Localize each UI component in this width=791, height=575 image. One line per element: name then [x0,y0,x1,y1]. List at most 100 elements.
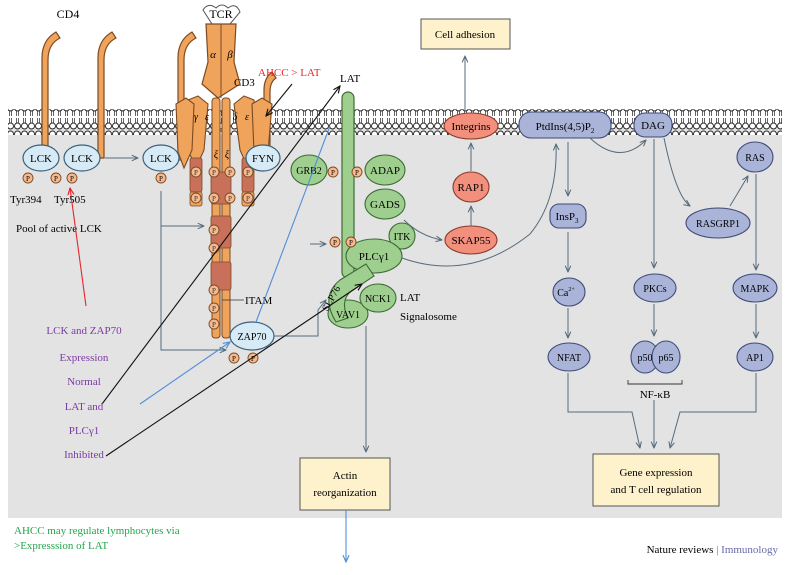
lat-inhibit-arrow-1 [101,86,340,405]
ras-node [736,141,774,173]
plcg1-label: PLCγ1 [359,251,390,263]
p-tcr-2: P [212,169,216,177]
zap70-blue-arrow [139,342,230,405]
side-text-5: PLCγ1 [69,425,100,437]
epsilon-label-2: ε [245,112,249,123]
lck-label-1: LCK [30,153,52,165]
epsilon-label-1: ε [205,112,209,123]
actin-label-2: reorganization [313,487,377,499]
p-lat-4: P [349,239,353,247]
red-lck-arrow [70,188,87,307]
ras-label: RAS [745,153,764,164]
p-tcr-1: P [194,169,198,177]
p-tcr-8: P [246,195,250,203]
p50-label: p50 [638,353,653,364]
lck-label-2: LCK [71,153,93,165]
p65-node [651,340,681,374]
p-lat-3: P [333,239,337,247]
delta-label: δ [233,112,238,123]
p-tcr-12: P [212,305,216,313]
ahcc-lat-label: AHCC > LAT [258,67,321,79]
actin-box [299,457,391,511]
nfat-node [547,342,591,372]
nfat-label: NFAT [557,353,581,364]
insp3-node [549,203,587,229]
p-zap-1: P [232,355,236,363]
gamma-label: γ [194,112,199,123]
tcr-label: TCR [209,7,232,21]
tyr505-label: Tyr505 [54,194,86,206]
credit-label: Nature reviews | Immunology [647,544,779,556]
gads-label: GADS [370,199,400,211]
rasgrp1-node [685,207,751,239]
lat-signalosome-label-2: Signalosome [400,311,457,323]
footer-text-2: >Expresssion of LAT [14,540,108,552]
ptdins-label: PtdIns(4,5)P2 [536,121,595,135]
ca-label: Ca2+ [557,287,575,299]
p-lck-2: P [54,175,58,183]
ahcc-arrow [266,83,293,116]
rap1-node [452,171,490,203]
pathway-arrows [105,56,756,452]
p-tcr-3: P [228,169,232,177]
p-tcr-7: P [228,195,232,203]
ap1-label: AP1 [746,353,764,364]
actin-label-1: Actin [333,470,358,482]
pool-active-lck-label: Pool of active LCK [16,223,102,235]
integrins-node [443,112,499,140]
grb2-label: GRB2 [296,166,322,177]
lat-signalosome-label-1: LAT [400,292,420,304]
tyr394-label: Tyr394 [10,194,42,206]
p-zap-2: P [251,355,255,363]
p-tcr-6: P [212,195,216,203]
lat-inhibit-arrow-2 [105,284,362,457]
p65-label: p65 [659,353,674,364]
pkcs-label: PKCs [643,284,666,295]
lat-top-label: LAT [340,73,360,85]
dag-label: DAG [641,120,665,132]
lck-pool [22,144,281,172]
side-text-4: LAT and [65,401,104,413]
beta-label: β [226,49,233,61]
mapk-label: MAPK [741,284,771,295]
alpha-label: α [210,49,216,61]
zap70-label: ZAP70 [238,332,267,343]
cell-adhesion-box [420,18,511,50]
skap55-label: SKAP55 [451,235,491,247]
p-lck-3: P [70,175,74,183]
p-tcr-9: P [212,227,216,235]
gene-expression-label-1: Gene expression [619,467,693,479]
ap1-node [736,342,774,372]
lck-blue-line [255,125,331,323]
cd4-label: CD4 [57,7,80,21]
gene-expression-label-2: and T cell regulation [611,484,702,496]
mapk-node [732,273,778,303]
p-tcr-10: P [212,245,216,253]
ptdins-node [518,111,612,139]
footer-text-1: AHCC may regulate lymphocytes via [14,525,180,537]
pkcs-node [633,273,677,303]
p-tcr-11: P [212,287,216,295]
nck1-label: NCK1 [365,294,391,305]
p-lck-4: P [159,175,163,183]
zeta-label-2: ξ [225,150,230,161]
p-lck-1: P [26,175,30,183]
lat-signalosome-proteins [290,154,416,329]
itam-label: ITAM [245,295,272,307]
p-lat-1: P [331,169,335,177]
rasgrp1-label: RASGRP1 [696,219,740,230]
lck-label-3: LCK [150,153,172,165]
fyn-label: FYN [252,153,274,165]
gene-expression-box [592,453,720,507]
zeta-label-1: ξ [214,150,219,161]
insp3-label: InsP3 [555,211,579,225]
tcr-phospho-group [190,166,254,330]
vav1-label: VAV1 [336,310,360,321]
itk-label: ITK [394,232,411,243]
p-tcr-5: P [194,195,198,203]
rap1-label: RAP1 [458,182,485,194]
p-tcr-4: P [246,169,250,177]
ca-node [552,277,586,307]
